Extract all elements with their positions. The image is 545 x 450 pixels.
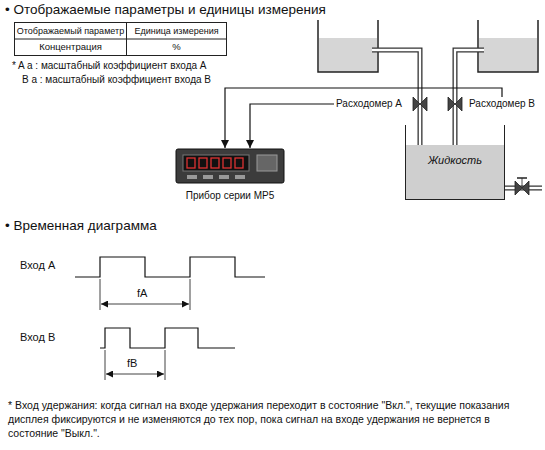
button — [219, 175, 229, 179]
waveform — [100, 328, 235, 348]
flowmeter-label: Расходомер A — [336, 98, 402, 110]
dimension-line — [190, 279, 191, 310]
dimension-line — [100, 279, 101, 310]
instrument-drawing — [175, 148, 285, 184]
indicator-panel — [257, 155, 277, 171]
display-digit — [235, 158, 243, 168]
table-cell: % — [127, 39, 226, 55]
flowmeter: Расходомер B — [467, 97, 537, 111]
signal-line — [225, 88, 502, 148]
dimension-line — [165, 350, 166, 380]
instrument-label: Прибор серии MP5 — [170, 190, 290, 202]
note: * A a : масштабный коэффициент входа A — [12, 60, 207, 72]
valve-symbol — [522, 181, 529, 195]
footnote: * Вход удержания: когда сигнал на входе … — [8, 398, 538, 441]
tank: Жидкость — [405, 125, 505, 200]
instrument: Прибор серии MP5 — [170, 148, 290, 203]
liquid-fill — [319, 38, 377, 72]
table-cell: Концентрация — [15, 39, 126, 55]
table-grid — [15, 23, 227, 56]
display-digit — [211, 158, 219, 168]
instrument-body — [176, 149, 284, 183]
valve-handle — [517, 177, 527, 179]
liquid-fill — [406, 145, 504, 199]
flowmeter-label: Расходомер B — [469, 98, 535, 110]
button — [187, 175, 197, 179]
display-digit — [223, 158, 231, 168]
display-digit — [199, 158, 207, 168]
pipes — [372, 50, 542, 188]
timing-diagram — [75, 257, 265, 380]
table-header: Отображаемый параметр — [15, 23, 126, 39]
waveform — [75, 257, 265, 277]
valve-symbol — [448, 97, 455, 111]
tank-outline — [318, 20, 378, 72]
button — [235, 175, 245, 179]
liquid-fill — [479, 38, 537, 72]
table-rule — [126, 23, 127, 56]
heading: • Временная диаграмма — [5, 218, 157, 234]
valve-symbol — [515, 181, 522, 195]
table-header: Единица измерения — [127, 23, 226, 39]
valve-stem — [522, 178, 523, 188]
flowmeter: Расходомер A — [334, 97, 404, 111]
tank-label: Жидкость — [428, 154, 482, 167]
tank-outline — [478, 20, 538, 72]
display — [183, 155, 249, 171]
display-digit — [187, 158, 195, 168]
table-border — [15, 23, 227, 56]
dimension-label: fB — [127, 357, 137, 370]
valve-symbol — [413, 97, 529, 195]
button — [203, 175, 213, 179]
valve-symbol — [413, 97, 420, 111]
dimension-arrow — [101, 304, 189, 305]
dimension-line — [105, 350, 106, 380]
valve-symbol — [420, 97, 427, 111]
signal-line — [250, 104, 334, 148]
valve-symbol — [455, 97, 462, 111]
heading: • Отображаемые параметры и единицы измер… — [5, 2, 326, 18]
note: B a : масштабный коэффициент входа B — [22, 74, 211, 86]
table-rule — [15, 39, 227, 40]
dimension-arrow — [106, 374, 164, 375]
signal-name: Вход A — [20, 259, 55, 272]
signal-name: Вход B — [20, 331, 55, 344]
dimension-label: fA — [137, 287, 147, 300]
